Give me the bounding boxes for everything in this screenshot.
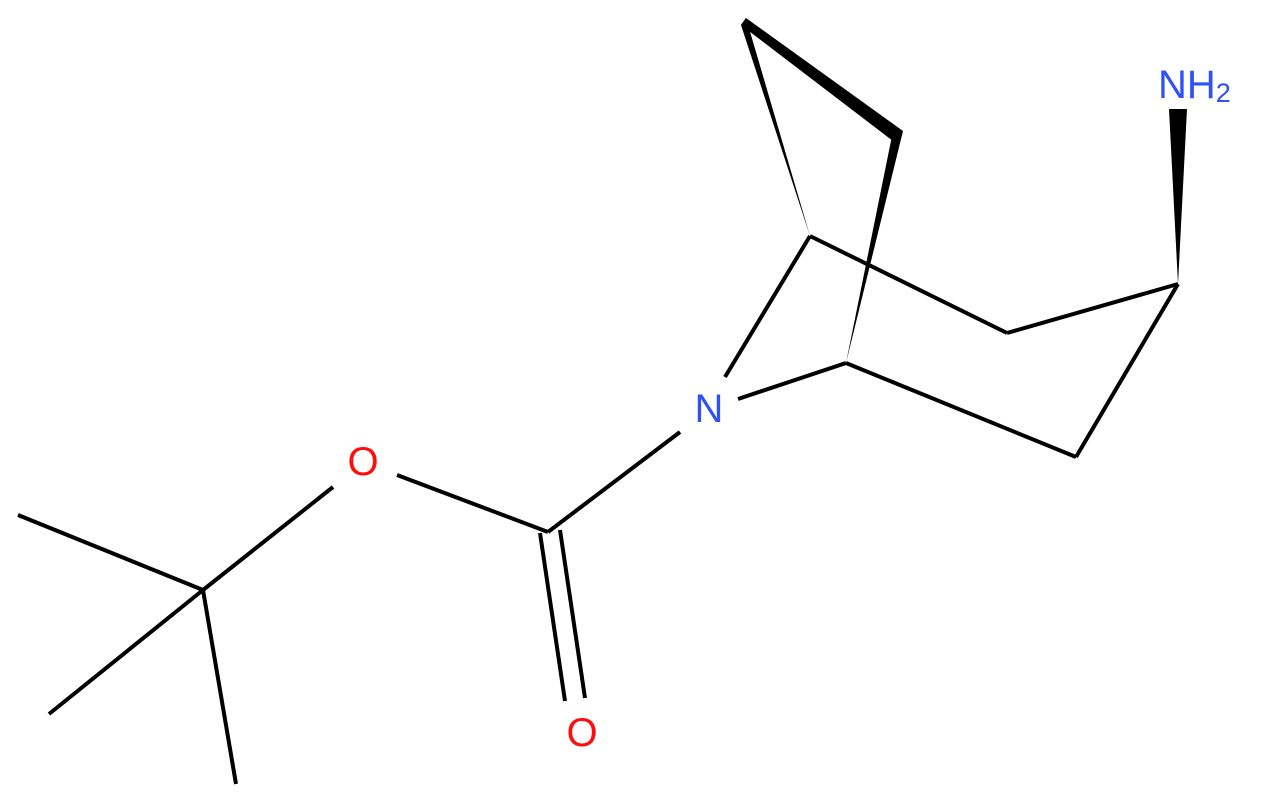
- nitrogen-ring-label: N: [695, 387, 724, 431]
- bond-carbonyl-carbon-nitrogen: [546, 430, 682, 534]
- bond-ester-oxygen-carbonyl-carbon: [396, 473, 549, 534]
- wedge-amine-carbon-to-nitrogen: [1169, 109, 1187, 284]
- bond-bridgehead-top-c1: [809, 234, 1008, 335]
- wedge-bridgehead-top-to-bridge-carbon: [741, 18, 810, 236]
- bond-carbonyl-double-2: [558, 529, 587, 699]
- ester-oxygen-label: O: [347, 440, 378, 484]
- amine-group-subscript: 2: [1216, 78, 1231, 108]
- bond-nitrogen-bridgehead-bottom: [737, 361, 847, 401]
- carbonyl-oxygen-label: O: [566, 711, 597, 755]
- bond-methyl-1: [17, 513, 204, 592]
- bond-carbonyl-double-1: [538, 532, 567, 702]
- atom-labels: N O O NH2: [347, 63, 1230, 755]
- bond-lines: [17, 234, 1180, 785]
- wedge-bridgehead-bottom-to-bridge-carbon: [846, 131, 903, 363]
- wedge-bonds: [741, 18, 1187, 363]
- bond-c-amine-c2: [1074, 282, 1180, 459]
- amine-group-symbol: NH: [1158, 63, 1216, 107]
- wedge-bridge-carbon-to-bridge-carbon: [741, 18, 903, 141]
- amine-group-label: NH2: [1158, 63, 1231, 108]
- bond-methyl-3: [201, 589, 238, 785]
- bond-c2-bridgehead-bottom: [845, 361, 1077, 459]
- bond-nitrogen-bridgehead-top: [723, 234, 812, 379]
- bond-quaternary-carbon-ester-oxygen: [201, 485, 335, 592]
- bond-c1-c-amine: [1006, 282, 1179, 335]
- bond-methyl-2: [47, 588, 205, 716]
